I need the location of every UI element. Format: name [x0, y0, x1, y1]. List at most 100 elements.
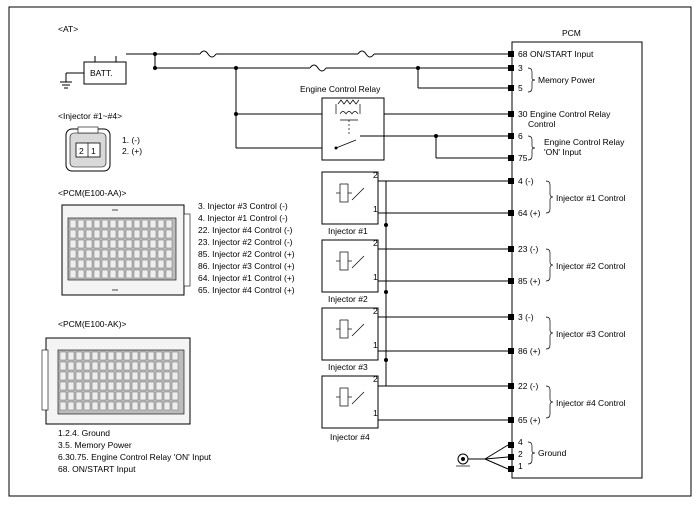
connector-pin-cell	[125, 219, 133, 229]
connector-pin-cell	[155, 351, 163, 361]
power-wiring	[154, 50, 508, 149]
connector-pin-cell	[125, 259, 133, 269]
connector-pin-cell	[171, 351, 179, 361]
connector-pin-cell	[91, 351, 99, 361]
connector-pin-cell	[133, 219, 141, 229]
pcm-pin-terminal	[508, 383, 514, 389]
injector-2: 2 1 Injector #2	[321, 225, 508, 360]
connector-pin-cell	[93, 249, 101, 259]
connector-pin-cell	[85, 219, 93, 229]
pcm-aa-legend-3: 22. Injector #4 Control (-)	[198, 225, 293, 235]
pcm-ak-title: <PCM(E100-AK)>	[58, 319, 127, 329]
connector-pin-cell	[77, 249, 85, 259]
pcm-pin-30: 30	[518, 109, 528, 119]
connector-pin-cell	[149, 269, 157, 279]
connector-pin-cell	[131, 391, 139, 401]
connector-pin-cell	[171, 401, 179, 411]
connector-pin-cell	[107, 361, 115, 371]
connector-pin-cell	[149, 249, 157, 259]
connector-pin-cell	[85, 249, 93, 259]
connector-pin-cell	[117, 259, 125, 269]
connector-pin-cell	[115, 381, 123, 391]
connector-pin-cell	[157, 249, 165, 259]
connector-pin-cell	[165, 229, 173, 239]
connector-pin-cell	[165, 249, 173, 259]
connector-pin-cell	[109, 259, 117, 269]
pcm-aa-legend-7: 64. Injector #1 Control (+)	[198, 273, 295, 283]
inj3-control-label: Injector #3 Control	[556, 329, 626, 339]
pcm-aa-legend-1: 3. Injector #3 Control (-)	[198, 201, 288, 211]
wire-junctions	[153, 52, 438, 362]
ground-symbol	[456, 444, 509, 470]
injector-connector: 2 1	[65, 126, 111, 172]
pcm-pin-inj3-pos: 86 (+)	[518, 346, 541, 356]
pcm-aa-legend-6: 86. Injector #3 Control (+)	[198, 261, 295, 271]
engine-control-relay: Engine Control Relay	[300, 84, 508, 161]
connector-pin-cell	[123, 391, 131, 401]
connector-pin-cell	[101, 249, 109, 259]
connector-pin-cell	[101, 229, 109, 239]
connector-pin-cell	[123, 351, 131, 361]
injector-4-pin-bottom: 1	[373, 408, 378, 418]
connector-pin-cell	[91, 361, 99, 371]
pcm-pin-gnd-4: 4	[518, 437, 523, 447]
connector-pin-cell	[99, 401, 107, 411]
pcm-pin-inj3-neg: 3 (-)	[518, 312, 534, 322]
connector-pin-cell	[69, 249, 77, 259]
pcm-pin-terminal	[508, 314, 514, 320]
connector-pin-cell	[125, 249, 133, 259]
relay-title: Engine Control Relay	[300, 84, 381, 94]
pcm-title: PCM	[562, 28, 581, 38]
pcm-ak-connector	[41, 337, 191, 425]
injector-1-pin-bottom: 1	[373, 204, 378, 214]
connector-pin-cell	[163, 381, 171, 391]
connector-pin-cell	[117, 249, 125, 259]
connector-pin-cell	[117, 229, 125, 239]
connector-pin-cell	[85, 229, 93, 239]
connector-pin-cell	[141, 239, 149, 249]
connector-pin-cell	[69, 259, 77, 269]
connector-pin-cell	[67, 371, 75, 381]
pcm-pin-terminal	[508, 133, 514, 139]
connector-pin-cell	[125, 269, 133, 279]
pcm-aa-title: <PCM(E100-AA)>	[58, 188, 127, 198]
connector-pin-cell	[139, 371, 147, 381]
connector-pin-cell	[77, 219, 85, 229]
connector-pin-cell	[163, 351, 171, 361]
pcm-ak-legend: 1.2.4. Ground 3.5. Memory Power 6.30.75.…	[58, 428, 212, 474]
pcm-aa-legend-8: 65. Injector #4 Control (+)	[198, 285, 295, 295]
connector-pin-cell	[107, 401, 115, 411]
pcm-pin-30-control: Control	[528, 119, 556, 129]
connector-pin-cell	[125, 229, 133, 239]
connector-pin-cell	[139, 351, 147, 361]
pcm-pin-inj2-neg: 23 (-)	[518, 244, 538, 254]
pcm-pin-gnd-2: 2	[518, 449, 523, 459]
connector-pin-cell	[141, 229, 149, 239]
connector-pin-cell	[107, 381, 115, 391]
pcm-aa-legend-4: 23. Injector #2 Control (-)	[198, 237, 293, 247]
connector-pin-cell	[141, 269, 149, 279]
connector-pin-cell	[101, 259, 109, 269]
connector-pin-cell	[157, 259, 165, 269]
injector-1-label: Injector #1	[328, 226, 368, 236]
connector-pin-cell	[155, 391, 163, 401]
connector-pin-cell	[59, 361, 67, 371]
pcm-pin-terminal	[508, 111, 514, 117]
connector-pin-cell	[85, 269, 93, 279]
connector-pin-cell	[83, 351, 91, 361]
connector-pin-cell	[133, 239, 141, 249]
connector-pin-cell	[141, 219, 149, 229]
at-label: <AT>	[58, 24, 78, 34]
injector-1-pin-top: 2	[373, 170, 378, 180]
pcm-pin-terminals	[508, 51, 514, 472]
connector-pin-cell	[67, 361, 75, 371]
connector-pin-cell	[131, 381, 139, 391]
connector-pin-cell	[149, 259, 157, 269]
pcm-pin-68: 68	[518, 49, 528, 59]
connector-pin-cell	[109, 249, 117, 259]
connector-pin-cell	[101, 239, 109, 249]
pcm-pin-terminal	[508, 278, 514, 284]
pcm-aa-legend: 3. Injector #3 Control (-) 4. Injector #…	[198, 201, 295, 295]
relay-on-label-2: 'ON' Input	[544, 147, 582, 157]
